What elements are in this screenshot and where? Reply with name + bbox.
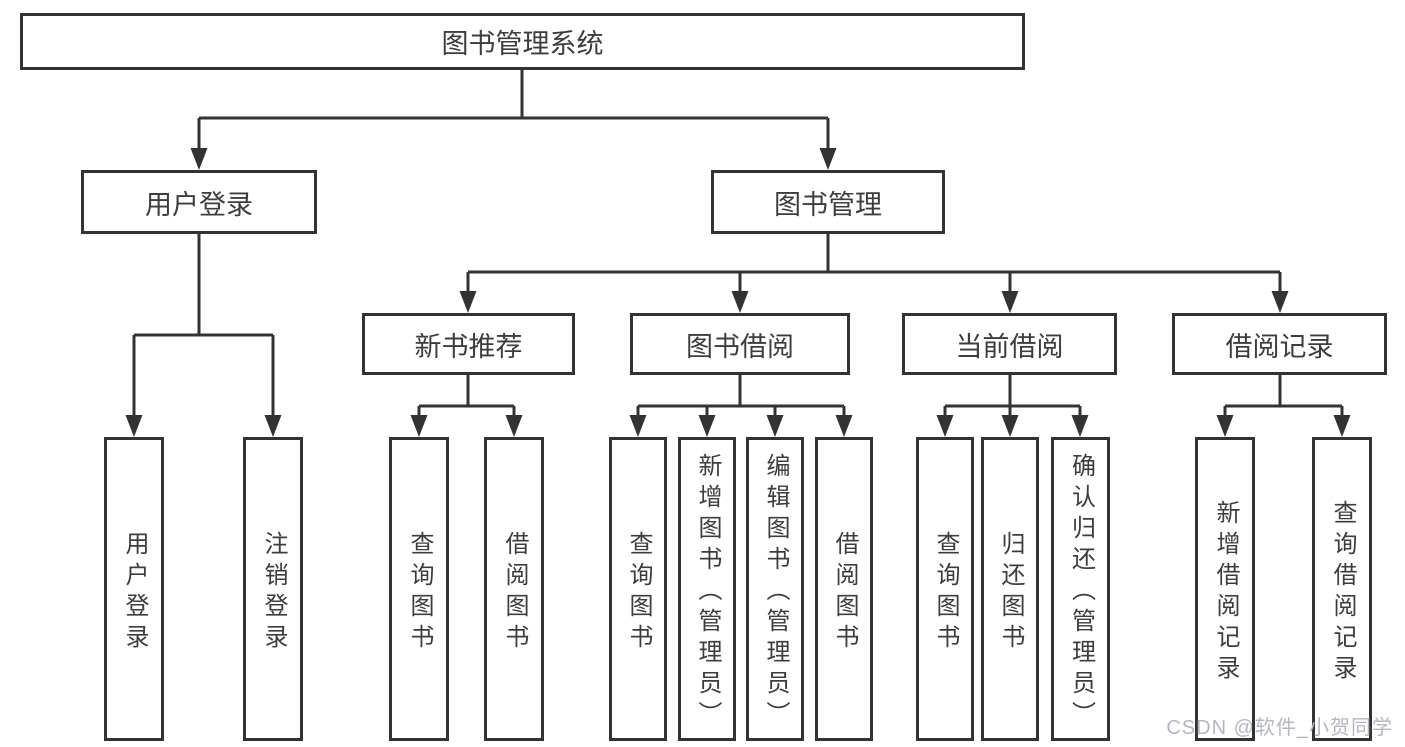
connector-new-book-children bbox=[410, 375, 523, 437]
leaf-label: 查询图书 bbox=[406, 530, 433, 655]
leaf-label: 新增图书（管理员） bbox=[694, 453, 721, 732]
leaf-query-books-newbook: 查询图书 bbox=[389, 437, 449, 741]
connector-user-login-children bbox=[125, 234, 282, 437]
leaf-label: 借阅图书 bbox=[501, 530, 528, 655]
node-user-login: 用户登录 bbox=[81, 170, 317, 234]
node-label: 借阅记录 bbox=[1225, 331, 1334, 362]
leaf-label: 确认归还（管理员） bbox=[1067, 453, 1095, 732]
leaf-label: 查询借阅记录 bbox=[1329, 499, 1356, 686]
leaf-borrow-books-newbook: 借阅图书 bbox=[484, 437, 544, 741]
watermark: CSDN @软件_小贺同学 bbox=[1166, 717, 1393, 739]
leaf-label: 用户登录 bbox=[121, 530, 148, 655]
connector-root-to-branches bbox=[190, 70, 837, 170]
leaf-label: 新增借阅记录 bbox=[1212, 499, 1239, 686]
node-label: 新书推荐 bbox=[414, 331, 523, 362]
node-current-borrow: 当前借阅 bbox=[902, 313, 1117, 375]
node-label: 当前借阅 bbox=[955, 331, 1064, 362]
leaf-add-book-admin: 新增图书（管理员） bbox=[678, 437, 736, 741]
leaf-user-login: 用户登录 bbox=[104, 437, 164, 741]
node-borrow-records: 借阅记录 bbox=[1172, 313, 1387, 375]
leaf-label: 编辑图书（管理员） bbox=[762, 453, 789, 732]
leaf-add-borrow-record: 新增借阅记录 bbox=[1195, 437, 1255, 741]
connector-borrow-records-children bbox=[1216, 375, 1351, 437]
leaf-label: 归还图书 bbox=[997, 530, 1024, 655]
node-library-management-system: 图书管理系统 bbox=[20, 13, 1025, 70]
leaf-borrow-books-borrow: 借阅图书 bbox=[815, 437, 873, 741]
leaf-label: 查询图书 bbox=[625, 530, 652, 655]
leaf-label: 查询图书 bbox=[932, 530, 959, 655]
leaf-confirm-return-admin: 确认归还（管理员） bbox=[1051, 437, 1110, 741]
leaf-query-books-current: 查询图书 bbox=[916, 437, 974, 741]
leaf-query-books-borrow: 查询图书 bbox=[609, 437, 667, 741]
node-new-book-recommend: 新书推荐 bbox=[362, 313, 575, 375]
connector-current-borrow-children bbox=[936, 375, 1089, 437]
connector-book-borrow-children bbox=[629, 375, 853, 437]
node-book-management: 图书管理 bbox=[711, 170, 945, 234]
leaf-logout: 注销登录 bbox=[243, 437, 303, 741]
connector-book-management-sections bbox=[459, 234, 1289, 313]
leaf-label: 注销登录 bbox=[260, 530, 287, 655]
leaf-query-borrow-record: 查询借阅记录 bbox=[1312, 437, 1372, 741]
node-label: 图书管理系统 bbox=[441, 29, 604, 59]
leaf-edit-book-admin: 编辑图书（管理员） bbox=[746, 437, 804, 741]
node-label: 用户登录 bbox=[145, 189, 253, 220]
leaf-return-book: 归还图书 bbox=[981, 437, 1039, 741]
node-label: 图书借阅 bbox=[686, 331, 794, 362]
leaf-label: 借阅图书 bbox=[831, 530, 858, 655]
node-label: 图书管理 bbox=[774, 189, 882, 220]
node-book-borrow: 图书借阅 bbox=[630, 313, 850, 375]
